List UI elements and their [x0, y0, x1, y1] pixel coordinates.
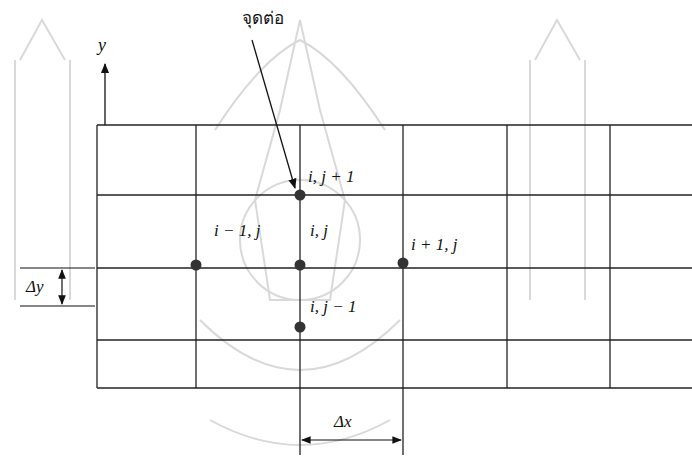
y-axis — [104, 64, 105, 125]
point-label: i, j — [310, 222, 328, 241]
dimension-label: Δy — [26, 278, 44, 297]
callout-label: จุดต่อ — [242, 10, 284, 29]
mesh-grid — [97, 125, 692, 455]
dimension-dy — [20, 268, 95, 306]
grid-points — [191, 190, 409, 333]
dimension-label: Δx — [334, 413, 352, 432]
point-label: i, j + 1 — [308, 168, 354, 187]
point-label: i − 1, j — [214, 222, 260, 241]
leader-line — [252, 40, 295, 188]
point-label: i, j − 1 — [310, 298, 356, 317]
dimension-dx — [302, 439, 401, 440]
point-label: i + 1, j — [411, 236, 457, 255]
axis-label: y — [98, 36, 106, 56]
